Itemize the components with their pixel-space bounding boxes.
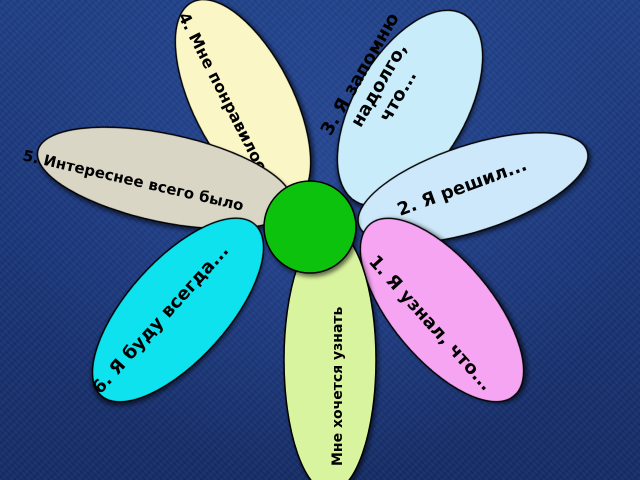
petal-6: 6. Я буду всегда...: [88, 217, 265, 403]
petal-2: 2. Я решил...: [357, 132, 589, 244]
petal-7-label: Мне хочется узнать: [330, 307, 346, 467]
petal-3: 3. Я запомню надолго, что...: [317, 9, 484, 207]
flower-center: [263, 180, 357, 274]
